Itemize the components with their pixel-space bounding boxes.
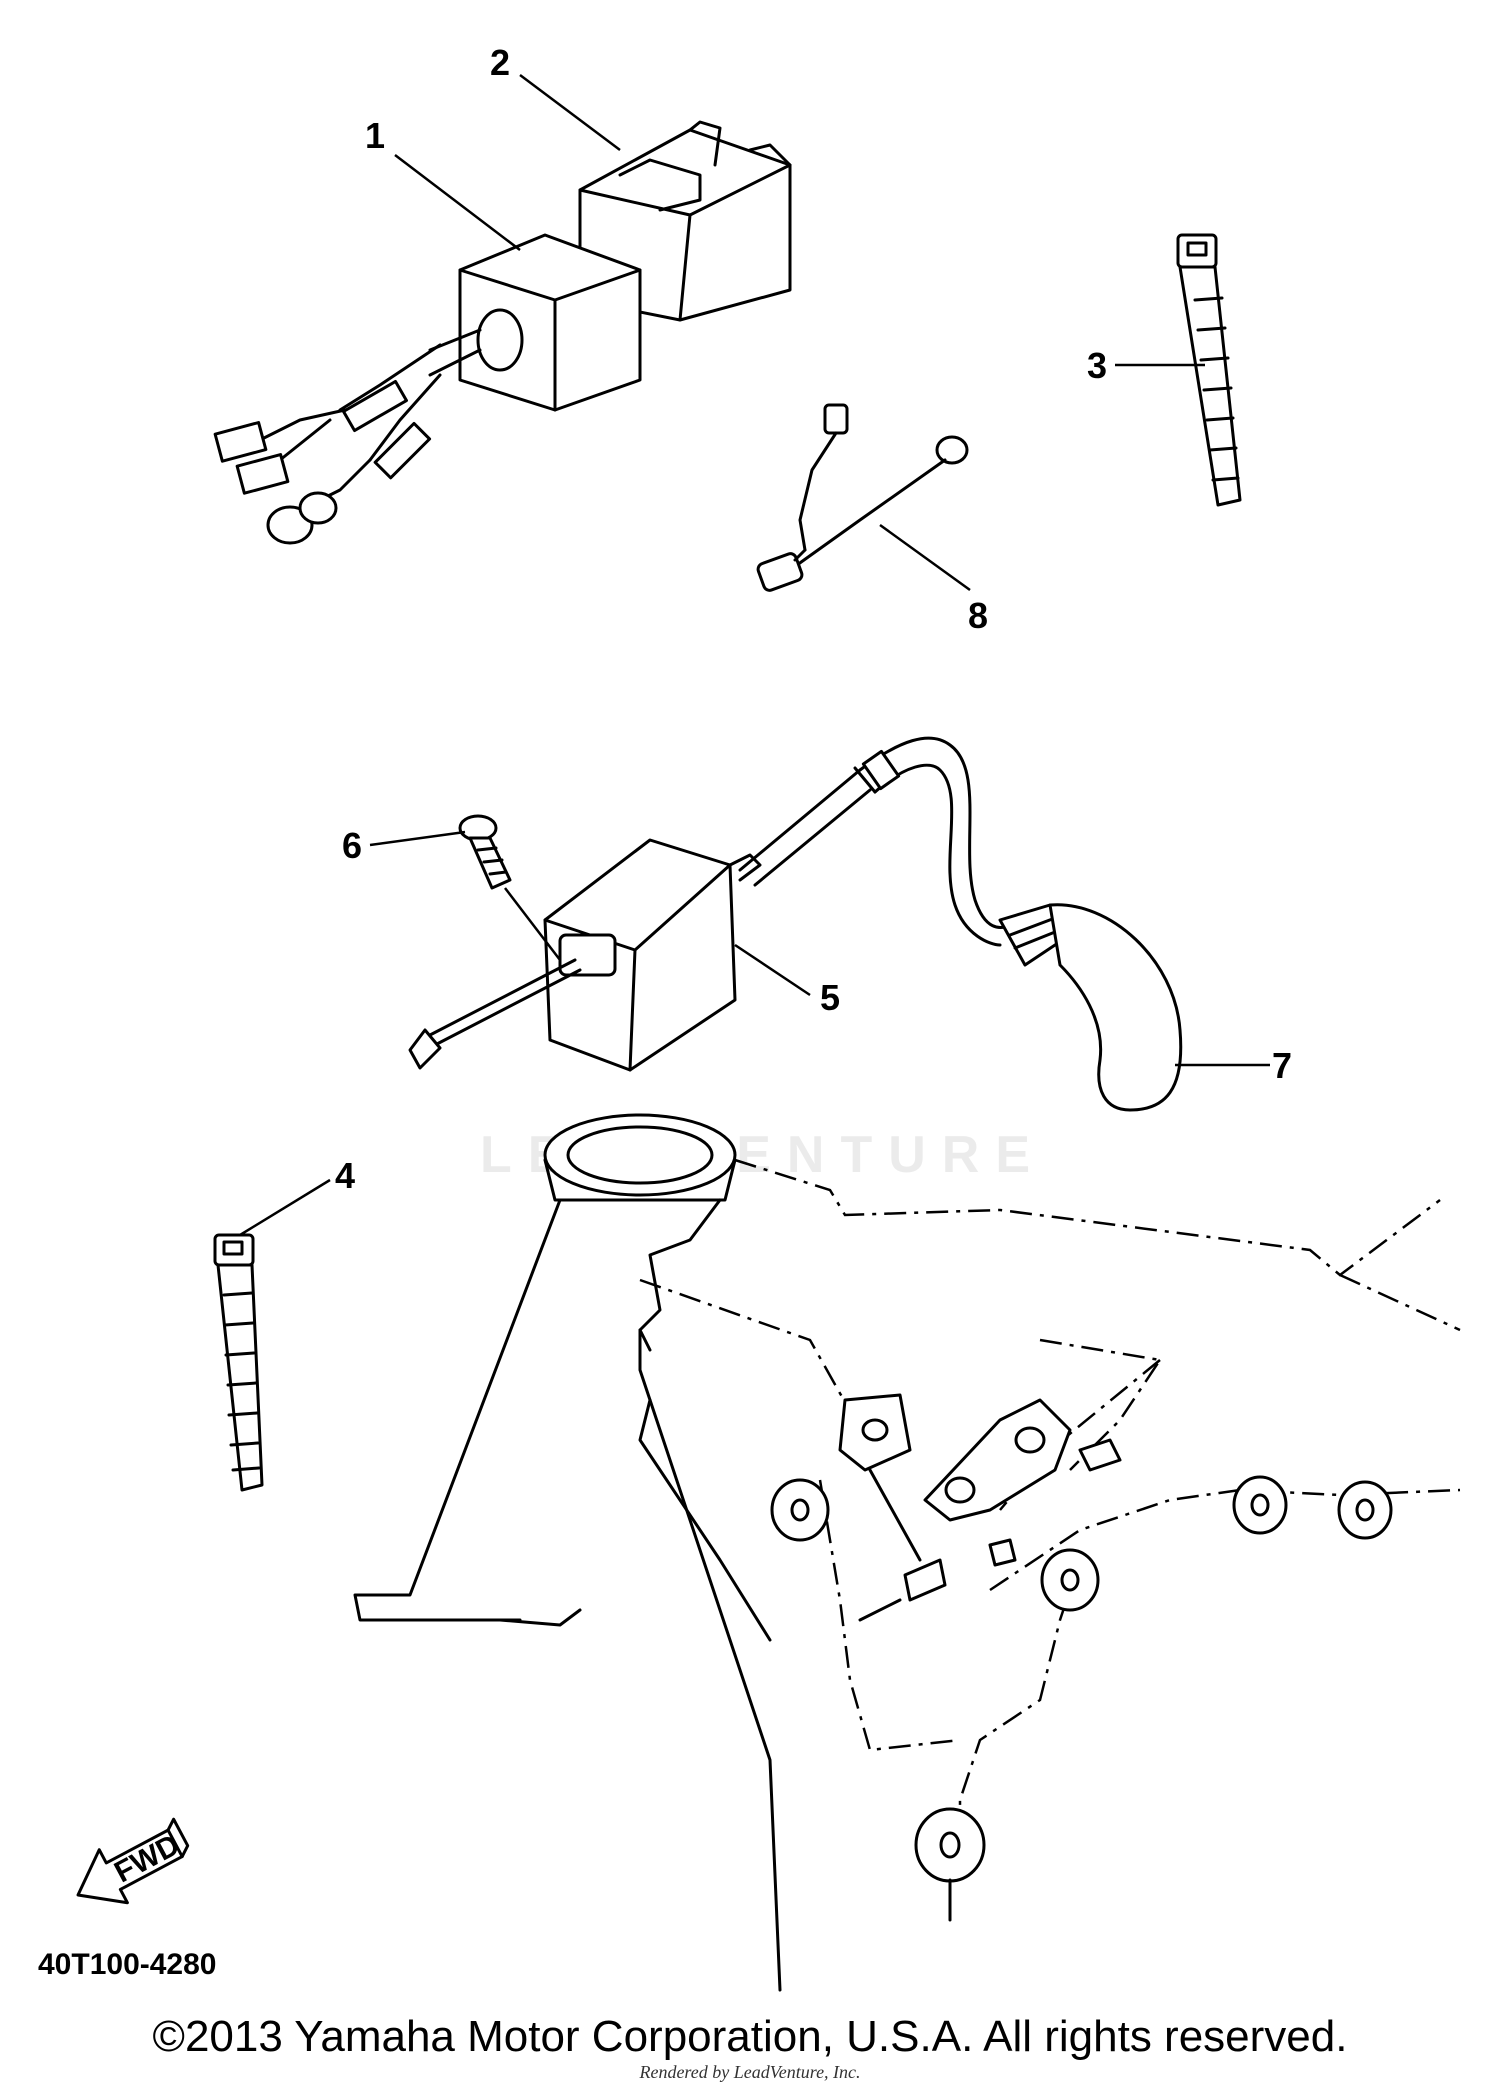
callout-8: 8 (968, 595, 988, 636)
callout-6: 6 (342, 825, 362, 866)
callout-2: 2 (490, 42, 510, 83)
part-5-ignition-coil[interactable] (408, 766, 877, 1072)
callout-7: 7 (1272, 1045, 1292, 1086)
forward-direction-arrow: FWD (76, 1817, 190, 1905)
fwd-label: FWD (109, 1828, 185, 1889)
callout-3: 3 (1087, 345, 1107, 386)
callout-4: 4 (335, 1155, 355, 1196)
part-7-spark-plug-cap[interactable] (858, 736, 1183, 1112)
diagram-code: 40T100-4280 (38, 1948, 216, 1981)
callout-labels: 1 2 3 8 6 5 7 4 (335, 42, 1292, 1196)
leader-lines (239, 74, 1270, 1237)
callout-1: 1 (365, 115, 385, 156)
part-6-screw[interactable] (458, 814, 561, 961)
part-3-cable-tie[interactable] (1176, 233, 1242, 507)
callout-5: 5 (820, 977, 840, 1018)
part-8-lead-wire[interactable] (756, 403, 969, 592)
part-4-cable-tie[interactable] (213, 1233, 264, 1492)
frame-outline (353, 1113, 1461, 1992)
copyright-notice: ©2013 Yamaha Motor Corporation, U.S.A. A… (152, 2012, 1348, 2061)
rendered-by-notice: Rendered by LeadVenture, Inc. (639, 2062, 861, 2082)
part-1-cdi-unit[interactable] (213, 233, 642, 545)
